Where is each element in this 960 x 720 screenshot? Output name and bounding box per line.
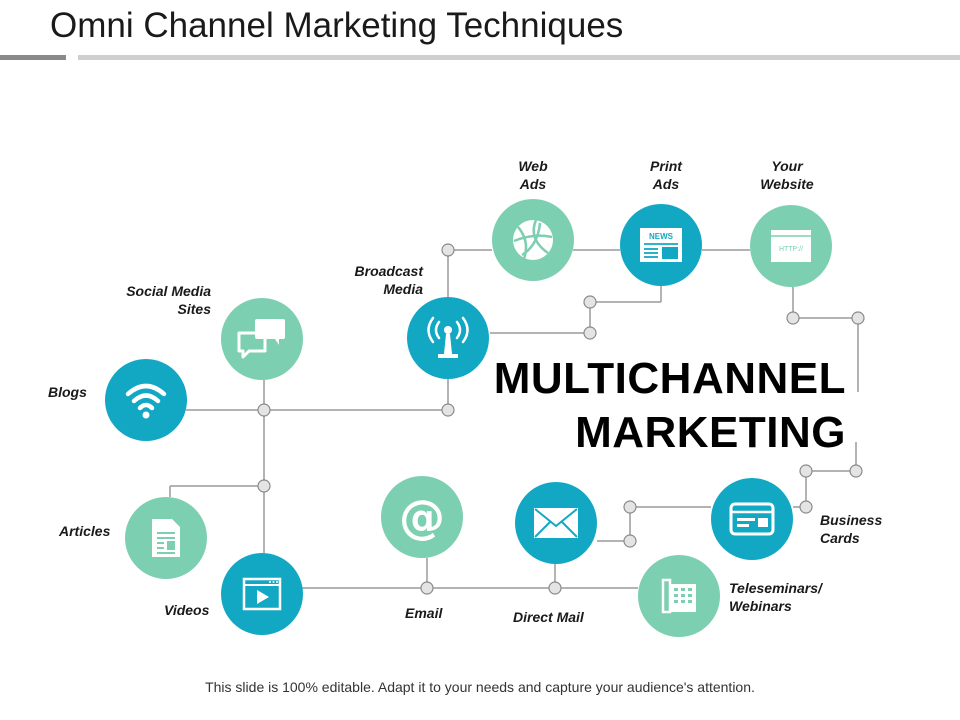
teleseminars-label-line2: Webinars bbox=[729, 598, 792, 614]
your-website-node: HTTP:// bbox=[750, 205, 832, 287]
title-rule-dark bbox=[0, 55, 66, 60]
joint bbox=[441, 403, 455, 417]
social-media-node bbox=[221, 298, 303, 380]
broadcast-media-label-line1: Broadcast bbox=[354, 263, 423, 279]
videos-node bbox=[221, 553, 303, 635]
joint bbox=[623, 534, 637, 548]
social-media-label-line1: Social Media bbox=[126, 283, 211, 299]
chat-bubbles-icon bbox=[237, 319, 285, 359]
direct-mail-node bbox=[515, 482, 597, 564]
email-node: @ bbox=[381, 476, 463, 558]
joint bbox=[851, 311, 865, 325]
print-ads-label-line1: Print bbox=[650, 158, 682, 174]
web-ads-label-line1: Web bbox=[518, 158, 548, 174]
articles-node bbox=[125, 497, 207, 579]
news-text: NEWS bbox=[649, 232, 674, 241]
web-ads-label: Web Ads bbox=[497, 157, 569, 193]
direct-mail-label: Direct Mail bbox=[513, 609, 584, 625]
at-sign-icon: @ bbox=[399, 490, 445, 544]
business-cards-label-line2: Cards bbox=[820, 530, 860, 546]
videos-label: Videos bbox=[164, 602, 210, 618]
joint bbox=[786, 311, 800, 325]
business-cards-node bbox=[711, 478, 793, 560]
joint bbox=[548, 581, 562, 595]
center-heading-line2: MARKETING bbox=[575, 408, 846, 457]
antenna-icon bbox=[427, 316, 469, 358]
newspaper-icon: NEWS bbox=[640, 228, 682, 262]
joint bbox=[583, 326, 597, 340]
envelope-icon bbox=[534, 508, 578, 538]
blogs-node bbox=[105, 359, 187, 441]
globe-icon bbox=[513, 219, 553, 260]
center-heading: MULTICHANNEL MARKETING bbox=[494, 352, 846, 460]
your-website-label-line2: Website bbox=[760, 176, 814, 192]
your-website-label: Your Website bbox=[747, 157, 827, 193]
video-player-icon bbox=[242, 577, 282, 611]
phone-icon bbox=[661, 578, 696, 614]
social-media-label: Social Media Sites bbox=[100, 282, 211, 318]
articles-label: Articles bbox=[59, 523, 111, 539]
social-media-label-line2: Sites bbox=[177, 301, 211, 317]
joint bbox=[799, 500, 813, 514]
joint bbox=[441, 243, 455, 257]
joint bbox=[583, 295, 597, 309]
card-icon bbox=[729, 502, 775, 536]
blogs-label: Blogs bbox=[48, 384, 87, 400]
email-label: Email bbox=[405, 605, 443, 621]
broadcast-media-label: Broadcast Media bbox=[330, 262, 423, 298]
print-ads-label-line2: Ads bbox=[652, 176, 680, 192]
broadcast-media-label-line2: Media bbox=[383, 281, 423, 297]
joint bbox=[623, 500, 637, 514]
teleseminars-label: Teleseminars/ Webinars bbox=[729, 579, 822, 615]
wifi-icon bbox=[125, 383, 167, 419]
center-heading-line1: MULTICHANNEL bbox=[493, 354, 846, 403]
teleseminars-node bbox=[638, 555, 720, 637]
business-cards-label: Business Cards bbox=[820, 511, 882, 547]
joint bbox=[849, 464, 863, 478]
document-icon bbox=[152, 519, 180, 557]
footer-note: This slide is 100% editable. Adapt it to… bbox=[205, 679, 755, 695]
title-rule-light bbox=[78, 55, 960, 60]
browser-window-icon: HTTP:// bbox=[771, 230, 811, 262]
business-cards-label-line1: Business bbox=[820, 512, 883, 528]
slide-title: Omni Channel Marketing Techniques bbox=[50, 6, 624, 45]
teleseminars-label-line1: Teleseminars/ bbox=[729, 580, 822, 596]
print-ads-label: Print Ads bbox=[630, 157, 702, 193]
joint bbox=[257, 479, 271, 493]
http-text: HTTP:// bbox=[779, 246, 803, 253]
print-ads-node: NEWS bbox=[620, 204, 702, 286]
joint bbox=[799, 464, 813, 478]
web-ads-label-line2: Ads bbox=[519, 176, 547, 192]
broadcast-media-node bbox=[407, 297, 489, 379]
your-website-label-line1: Your bbox=[771, 158, 803, 174]
joint bbox=[257, 403, 271, 417]
joint bbox=[420, 581, 434, 595]
web-ads-node bbox=[492, 199, 574, 281]
